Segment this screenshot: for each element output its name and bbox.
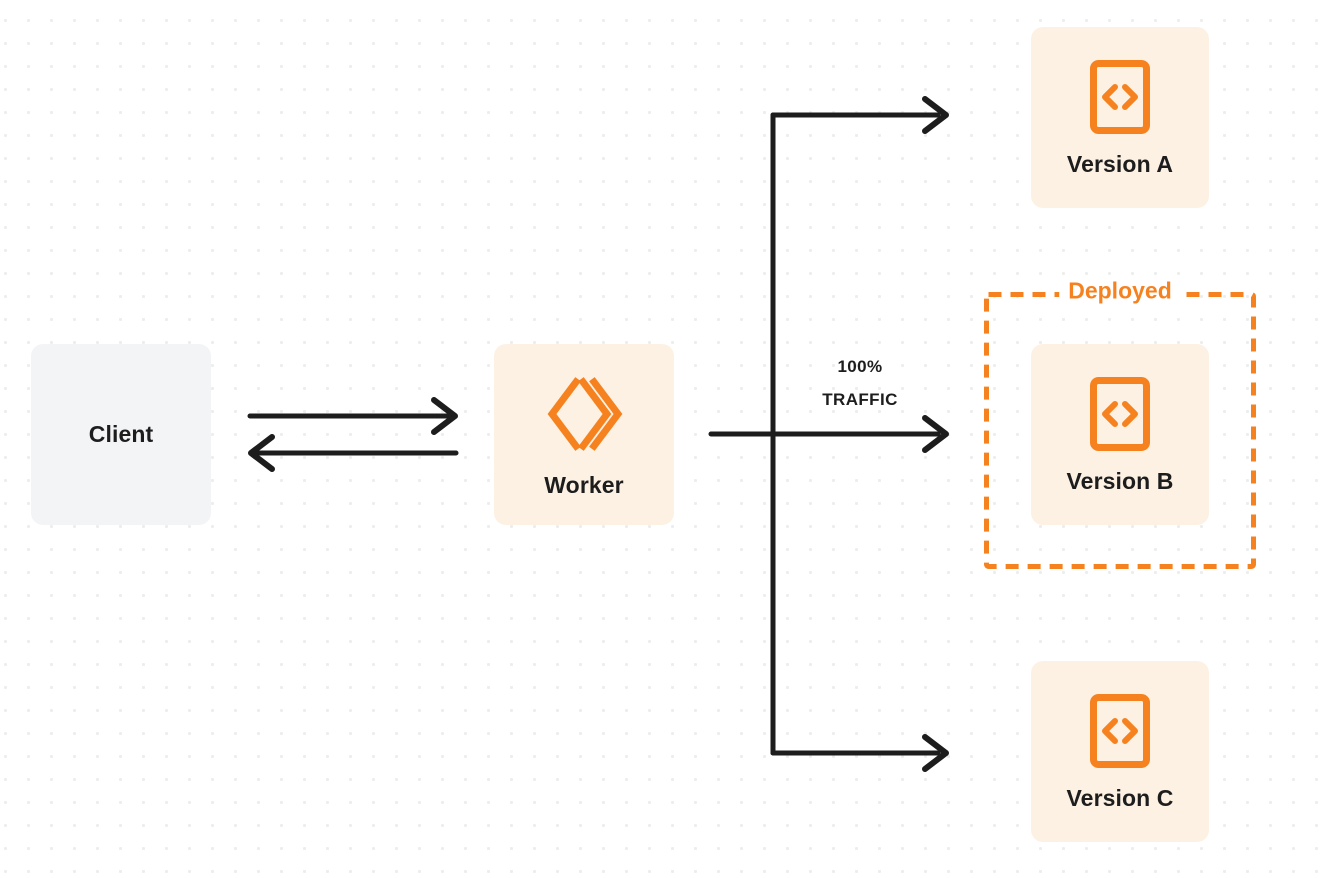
node-version-a-label: Version A	[1066, 151, 1174, 177]
code-script-icon	[1089, 693, 1151, 769]
node-worker-label: Worker	[544, 472, 624, 498]
node-version-b-label: Version B	[1066, 468, 1174, 494]
code-script-icon	[1089, 376, 1151, 452]
deployed-group-label: Deployed	[1059, 278, 1181, 304]
node-version-c[interactable]: Version C	[1031, 661, 1209, 842]
traffic-percent: 100%	[837, 357, 883, 376]
deployed-group-border	[984, 292, 1256, 569]
node-version-b[interactable]: Version B	[1031, 344, 1209, 525]
node-version-a[interactable]: Version A	[1031, 27, 1209, 208]
arrow-worker-trunk	[708, 112, 941, 756]
node-client-label: Client	[88, 421, 154, 447]
deployed-group: Deployed	[984, 278, 1256, 569]
arrow-worker-to-client	[248, 434, 459, 472]
cloudflare-workers-logo-icon	[542, 372, 626, 456]
arrow-worker-to-version-c	[770, 734, 949, 772]
arrow-worker-to-version-b	[922, 415, 949, 453]
node-worker[interactable]: Worker	[494, 344, 674, 525]
arrow-client-to-worker	[247, 397, 458, 435]
traffic-unit: TRAFFIC	[822, 390, 898, 410]
arrow-worker-to-version-a	[770, 96, 949, 134]
node-version-c-label: Version C	[1066, 785, 1174, 811]
node-client[interactable]: Client	[31, 344, 211, 525]
code-script-icon	[1089, 59, 1151, 135]
traffic-label: 100% TRAFFIC	[790, 350, 930, 416]
